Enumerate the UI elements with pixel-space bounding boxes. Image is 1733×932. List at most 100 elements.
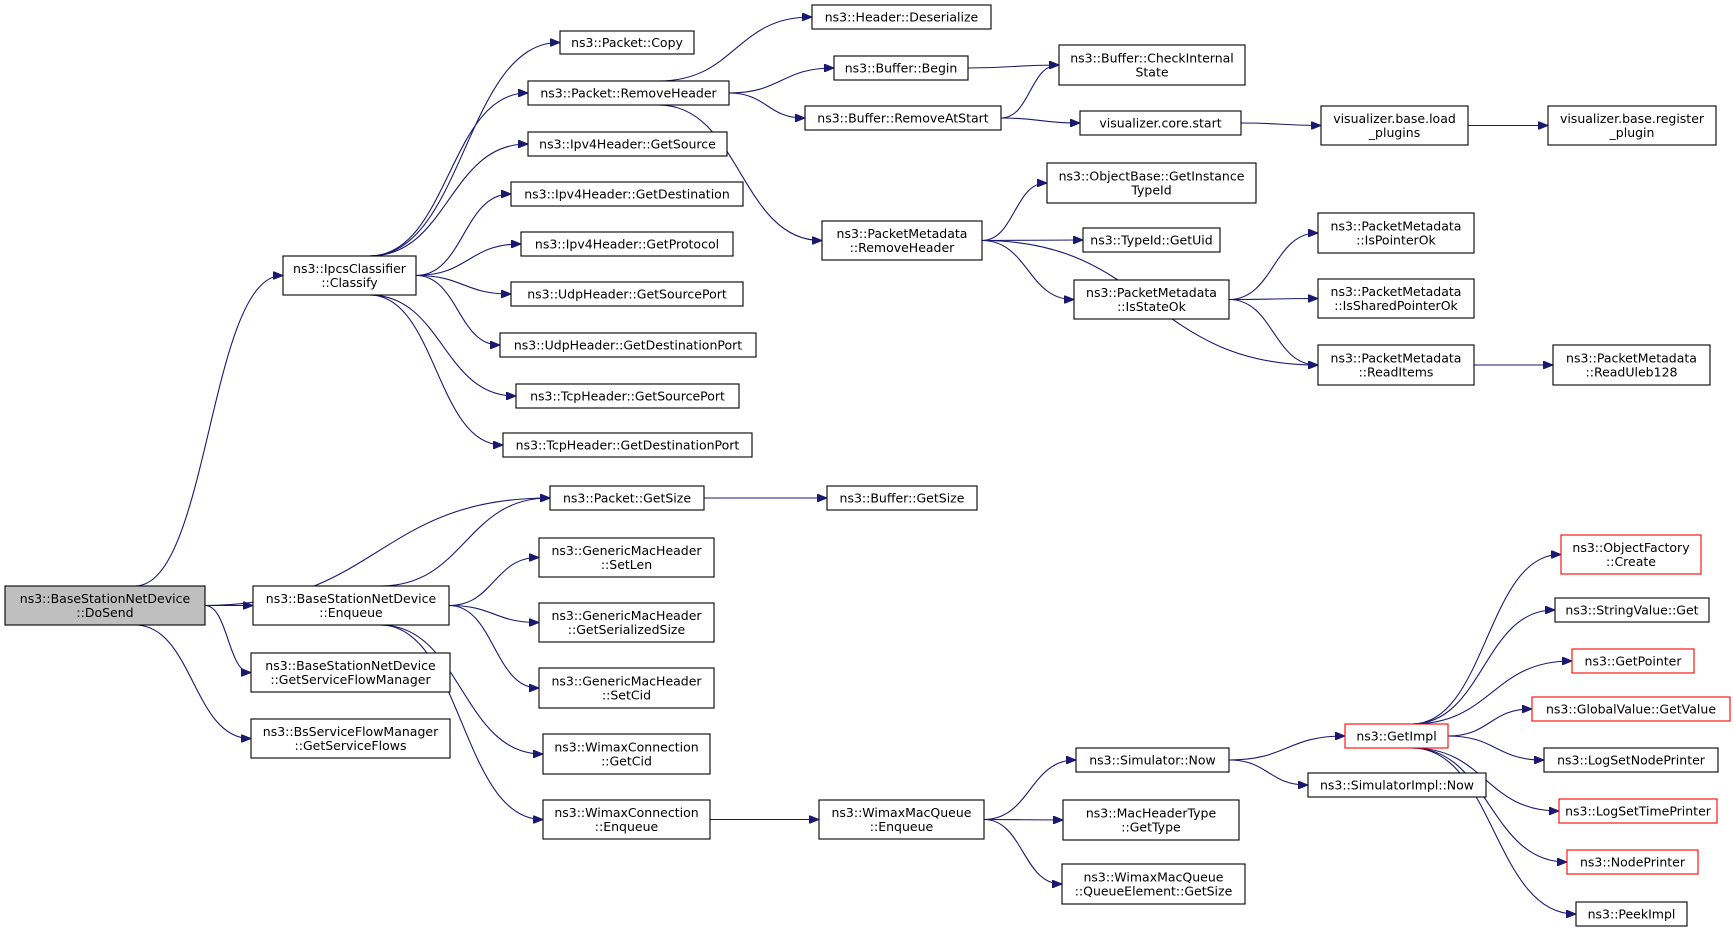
node-box xyxy=(527,80,730,106)
node-pktsize[interactable]: ns3::Packet::GetSize xyxy=(549,485,705,511)
node-box xyxy=(1575,901,1688,927)
node-gmhsetlen[interactable]: ns3::GenericMacHeader::SetLen xyxy=(538,537,715,578)
node-box xyxy=(510,281,744,307)
node-typeiduid[interactable]: ns3::TypeId::GetUid xyxy=(1082,227,1221,253)
node-pmisptr[interactable]: ns3::PacketMetadata::IsPointerOk xyxy=(1317,212,1475,254)
node-label: ns3::ObjectFactory xyxy=(1572,540,1690,555)
node-gmhserial[interactable]: ns3::GenericMacHeader::GetSerializedSize xyxy=(538,602,715,643)
node-ipsrc[interactable]: ns3::Ipv4Header::GetSource xyxy=(527,131,728,157)
node-simnow[interactable]: ns3::Simulator::Now xyxy=(1075,747,1230,773)
node-getsfm[interactable]: ns3::BaseStationNetDevice::GetServiceFlo… xyxy=(250,652,451,693)
node-enqueue[interactable]: ns3::BaseStationNetDevice::Enqueue xyxy=(252,585,450,626)
node-visload[interactable]: visualizer.base.load_plugins xyxy=(1320,105,1469,146)
node-label: ns3::BsServiceFlowManager xyxy=(263,724,439,739)
node-label: ns3::SimulatorImpl::Now xyxy=(1320,778,1474,793)
node-removeheader[interactable]: ns3::Packet::RemoveHeader xyxy=(527,80,730,106)
edge-getimpl-to-nodeprinter xyxy=(1411,747,1566,862)
node-wmqenqueue[interactable]: ns3::WimaxMacQueue::Enqueue xyxy=(818,799,985,840)
node-label: ::IsStateOk xyxy=(1117,299,1187,314)
node-label: ::RemoveHeader xyxy=(850,240,956,255)
node-label: ::DoSend xyxy=(76,605,133,620)
edge-pmremove-to-obgetinst xyxy=(981,183,1046,242)
edge-wmqenqueue-to-mhtgettype xyxy=(983,820,1062,821)
node-box xyxy=(1079,110,1242,136)
node-box xyxy=(250,718,451,759)
node-pktcopy[interactable]: ns3::Packet::Copy xyxy=(559,30,695,55)
node-lognode[interactable]: ns3::LogSetNodePrinter xyxy=(1543,747,1719,773)
node-logtime[interactable]: ns3::LogSetTimePrinter xyxy=(1558,798,1718,824)
node-wcgetcid[interactable]: ns3::WimaxConnection::GetCid xyxy=(542,733,711,775)
node-classify[interactable]: ns3::IpcsClassifier::Classify xyxy=(282,255,417,296)
node-label: ns3::Ipv4Header::GetDestination xyxy=(524,187,730,202)
node-pmremove[interactable]: ns3::PacketMetadata::RemoveHeader xyxy=(821,220,983,261)
edge-wmqenqueue-to-simnow xyxy=(983,760,1075,821)
node-ipdst[interactable]: ns3::Ipv4Header::GetDestination xyxy=(510,181,744,207)
node-box xyxy=(538,667,715,709)
node-wcenqueue[interactable]: ns3::WimaxConnection::Enqueue xyxy=(542,799,711,840)
node-label: ns3::PeekImpl xyxy=(1588,907,1676,922)
node-ofcreate[interactable]: ns3::ObjectFactory::Create xyxy=(1560,534,1702,575)
node-pmisstate[interactable]: ns3::PacketMetadata::IsStateOk xyxy=(1073,279,1230,320)
node-pmuleb[interactable]: ns3::PacketMetadata::ReadUleb128 xyxy=(1552,344,1711,386)
edge-removeheader-to-bufbegin xyxy=(728,68,833,94)
node-tcpsrc[interactable]: ns3::TcpHeader::GetSourcePort xyxy=(515,383,740,409)
node-peekimpl[interactable]: ns3::PeekImpl xyxy=(1575,901,1688,927)
node-label: ::Enqueue xyxy=(319,605,383,620)
node-udpsrc[interactable]: ns3::UdpHeader::GetSourcePort xyxy=(510,281,744,307)
edge-getimpl-to-ofcreate xyxy=(1411,555,1560,725)
edge-enqueue-to-pktsize xyxy=(380,498,549,587)
node-viscore[interactable]: visualizer.core.start xyxy=(1079,110,1242,136)
node-bufremove[interactable]: ns3::Buffer::RemoveAtStart xyxy=(804,105,1002,131)
node-box xyxy=(821,220,983,261)
node-box xyxy=(1554,597,1710,623)
node-box xyxy=(1073,279,1230,320)
node-label: ::GetType xyxy=(1121,820,1181,835)
node-label: ns3::LogSetNodePrinter xyxy=(1557,753,1706,768)
node-box xyxy=(1061,863,1246,905)
edge-viscore-to-visload xyxy=(1240,123,1320,126)
node-box xyxy=(515,383,740,409)
node-pmisshared[interactable]: ns3::PacketMetadata::IsSharedPointerOk xyxy=(1317,278,1475,319)
node-getsflows[interactable]: ns3::BsServiceFlowManager::GetServiceFlo… xyxy=(250,718,451,759)
node-box xyxy=(1075,747,1230,773)
node-label: ns3::Buffer::Begin xyxy=(845,61,958,76)
node-label: ns3::ObjectBase::GetInstance xyxy=(1059,169,1245,184)
node-label: ns3::PacketMetadata xyxy=(1086,285,1217,300)
node-visreg[interactable]: visualizer.base.register_plugin xyxy=(1547,105,1717,146)
edge-pmremove-to-pmisstate xyxy=(981,239,1073,300)
node-ipproto[interactable]: ns3::Ipv4Header::GetProtocol xyxy=(520,231,734,257)
node-getimpl[interactable]: ns3::GetImpl xyxy=(1344,723,1449,749)
node-label: ::SetCid xyxy=(602,688,651,703)
node-box xyxy=(1046,162,1257,204)
node-bufbegin[interactable]: ns3::Buffer::Begin xyxy=(833,55,969,81)
node-label: ns3::Buffer::GetSize xyxy=(840,491,965,506)
node-box xyxy=(1082,227,1221,253)
edge-getimpl-to-peekimpl xyxy=(1411,747,1575,914)
node-strget[interactable]: ns3::StringValue::Get xyxy=(1554,597,1710,623)
node-label: ::QueueElement::GetSize xyxy=(1075,884,1233,899)
node-gvget[interactable]: ns3::GlobalValue::GetValue xyxy=(1531,696,1731,722)
node-udpdst[interactable]: ns3::UdpHeader::GetDestinationPort xyxy=(499,332,757,358)
edge-classify-to-removeheader xyxy=(369,93,527,257)
edge-enqueue-to-gmhserial xyxy=(448,604,538,623)
node-bufgetsize[interactable]: ns3::Buffer::GetSize xyxy=(826,485,978,511)
node-pmreaditems[interactable]: ns3::PacketMetadata::ReadItems xyxy=(1317,344,1475,386)
node-gmhsetcid[interactable]: ns3::GenericMacHeader::SetCid xyxy=(538,667,715,709)
node-box xyxy=(1552,344,1711,386)
node-box xyxy=(811,4,992,30)
edge-dosend-to-getsfm xyxy=(204,604,250,673)
node-wmqqegetsize[interactable]: ns3::WimaxMacQueue::QueueElement::GetSiz… xyxy=(1061,863,1246,905)
node-nodeprinter[interactable]: ns3::NodePrinter xyxy=(1566,849,1699,875)
node-box xyxy=(1317,344,1475,386)
node-dosend[interactable]: ns3::BaseStationNetDevice::DoSend xyxy=(4,585,206,626)
node-box xyxy=(538,537,715,578)
node-simimplnow[interactable]: ns3::SimulatorImpl::Now xyxy=(1307,772,1487,798)
node-box xyxy=(1531,696,1731,722)
node-hdrdeser[interactable]: ns3::Header::Deserialize xyxy=(811,4,992,30)
node-mhtgettype[interactable]: ns3::MacHeaderType::GetType xyxy=(1062,799,1240,841)
edge-removeheader-to-pmremove xyxy=(658,104,821,241)
node-getptr[interactable]: ns3::GetPointer xyxy=(1571,648,1695,674)
node-tcpdst[interactable]: ns3::TcpHeader::GetDestinationPort xyxy=(502,432,753,458)
